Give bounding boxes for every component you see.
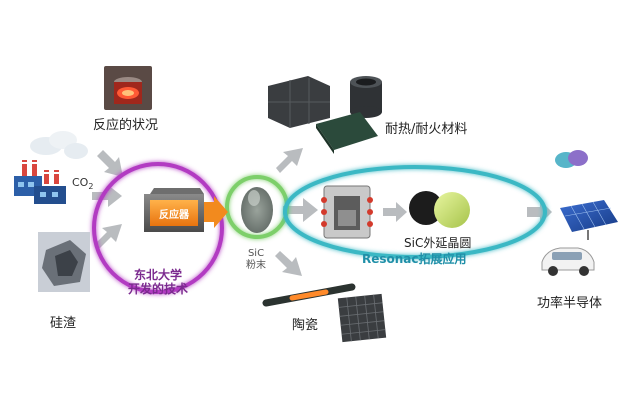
label-reaction-status: 反应的状况	[93, 118, 159, 133]
label-sic-wafer: SiC外延晶圆	[404, 236, 472, 250]
label-ceramics: 陶瓷	[292, 318, 319, 333]
arrow-to-power	[527, 200, 552, 224]
arrow-crystal-to-wafer	[383, 202, 407, 222]
label-reactor: 反应器	[159, 210, 189, 221]
co2-text: CO	[72, 176, 89, 189]
co2-subscript: 2	[88, 182, 94, 192]
label-refractory: 耐热/耐火材料	[385, 122, 468, 137]
arrow-group	[92, 148, 552, 276]
sic-line1: SiC	[247, 248, 265, 259]
resonac-ellipse	[283, 165, 547, 259]
university-ring	[92, 162, 224, 294]
arrow-powder-to-crystal	[283, 198, 318, 222]
reactor	[144, 188, 228, 232]
label-slag: 硅渣	[50, 316, 77, 331]
sic-line2: 粉末	[246, 260, 266, 271]
arrow-reactor-top	[97, 150, 123, 177]
arrow-powder-to-refractory	[276, 148, 303, 173]
label-resonac: Resonac拓展应用	[362, 252, 467, 266]
university-line2: 开发的技术	[128, 282, 189, 296]
arrow-powder-to-ceramics	[275, 251, 302, 276]
factory-illustration	[14, 131, 88, 204]
label-power-semiconductor: 功率半导体	[537, 296, 603, 311]
ceramic-items	[262, 283, 387, 343]
label-sic-powder: SiC 粉末	[236, 248, 276, 272]
sic-wafers	[409, 191, 470, 228]
arrow-co2-to-reactor	[92, 185, 122, 207]
sic-powder	[241, 187, 273, 233]
power-devices	[541, 150, 618, 276]
refractory-blocks	[268, 76, 382, 154]
label-co2: CO2	[72, 176, 93, 191]
university-line1: 东北大学	[133, 268, 182, 282]
slag-photo	[38, 232, 90, 292]
arrow-slag-to-reactor	[95, 224, 122, 249]
label-university: 东北大学 开发的技术	[128, 268, 188, 296]
crystal-furnace	[321, 185, 373, 239]
reaction-photo	[104, 66, 152, 110]
